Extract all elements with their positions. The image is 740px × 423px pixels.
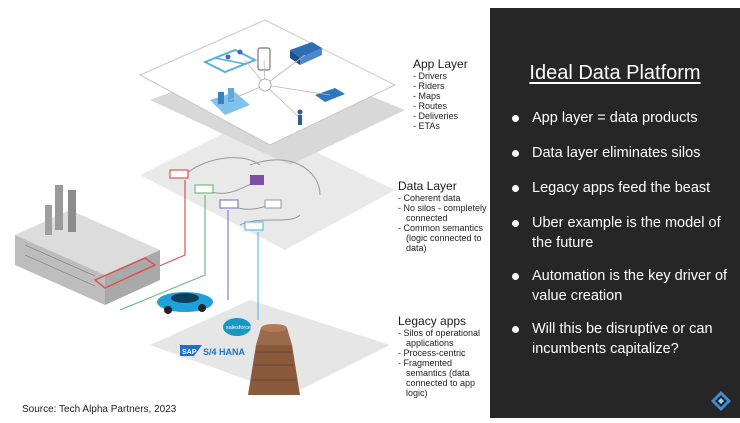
company-logo-icon: [711, 391, 731, 411]
bullet-dot-icon: [512, 185, 519, 192]
data-layer-label: Data Layer Coherent data No silos - comp…: [398, 179, 490, 254]
legacy-layer-label: Legacy apps Silos of operational applica…: [398, 314, 490, 399]
bullet-dot-icon: [512, 326, 519, 333]
app-layer-item: Routes: [413, 101, 489, 111]
app-person-icon: [297, 109, 303, 125]
source-caption: Source: Tech Alpha Partners, 2023: [22, 404, 177, 415]
bullet-item: Will this be disruptive or can incumbent…: [512, 319, 738, 359]
green-connection-line: [119, 195, 206, 311]
bullet-item: Data layer eliminates silos: [512, 143, 738, 163]
diagram-area: SAP S/4 HANA salesforce App Layer Driver…: [0, 0, 490, 423]
sap-logo: SAP S/4 HANA: [180, 345, 246, 357]
legacy-layer-item: Silos of operational applications: [398, 328, 490, 348]
bullet-item: Automation is the key driver of value cr…: [512, 266, 738, 306]
bullet-text: Automation is the key driver of value cr…: [532, 268, 728, 304]
data-layer-title: Data Layer: [398, 179, 457, 193]
tower-illustration: [248, 324, 300, 395]
app-layer-item: Deliveries: [413, 111, 489, 121]
bullet-dot-icon: [512, 220, 519, 227]
app-network-lines: [229, 54, 331, 119]
app-layer-item: Drivers: [413, 71, 489, 81]
bullet-text: Will this be disruptive or can incumbent…: [532, 321, 713, 357]
bullet-text: App layer = data products: [532, 110, 698, 126]
bullet-dot-icon: [512, 115, 519, 122]
bullet-item: App layer = data products: [512, 108, 738, 128]
data-layer-item: Common semantics (logic connected to dat…: [398, 223, 490, 253]
bullet-item: Uber example is the model of the future: [512, 213, 738, 253]
legacy-layer-item: Fragmented semantics (data connected to …: [398, 358, 490, 398]
salesforce-logo-text: salesforce: [226, 325, 251, 331]
factory-illustration: [15, 185, 160, 305]
bullet-text: Uber example is the model of the future: [532, 215, 721, 251]
bullet-dot-icon: [512, 150, 519, 157]
bullet-dot-icon: [512, 273, 519, 280]
app-map-icon: [202, 48, 258, 74]
architecture-diagram: SAP S/4 HANA salesforce: [15, 19, 405, 395]
red-connection-line: [149, 180, 186, 271]
panel-title: Ideal Data Platform: [529, 62, 701, 84]
data-layer-plane: [140, 120, 395, 250]
app-layer-item: Maps: [413, 91, 489, 101]
app-layer-item: Riders: [413, 81, 489, 91]
car-illustration: [157, 292, 213, 314]
summary-panel: Ideal Data Platform App layer = data pro…: [490, 8, 740, 418]
sap-product-text: S/4 HANA: [203, 347, 246, 357]
data-nodes: [169, 169, 282, 231]
bullet-text: Data layer eliminates silos: [532, 145, 701, 161]
app-layer-item: ETAs: [413, 121, 489, 131]
data-layer-item: No silos - completely connected: [398, 203, 490, 223]
legacy-layer-title: Legacy apps: [398, 314, 467, 328]
bullet-list: App layer = data products Data layer eli…: [512, 108, 738, 359]
app-layer-label: App Layer Drivers Riders Maps Routes Del…: [413, 57, 489, 132]
app-truck-icon: [290, 42, 322, 65]
bullet-item: Legacy apps feed the beast: [512, 178, 738, 198]
legacy-layer-item: Process-centric: [398, 348, 490, 358]
bullet-text: Legacy apps feed the beast: [532, 180, 711, 196]
salesforce-logo: salesforce: [223, 318, 251, 336]
app-city-icon: [210, 88, 250, 115]
sap-logo-text: SAP: [182, 349, 197, 356]
app-layer-title: App Layer: [413, 57, 468, 71]
data-layer-item: Coherent data: [398, 193, 490, 203]
